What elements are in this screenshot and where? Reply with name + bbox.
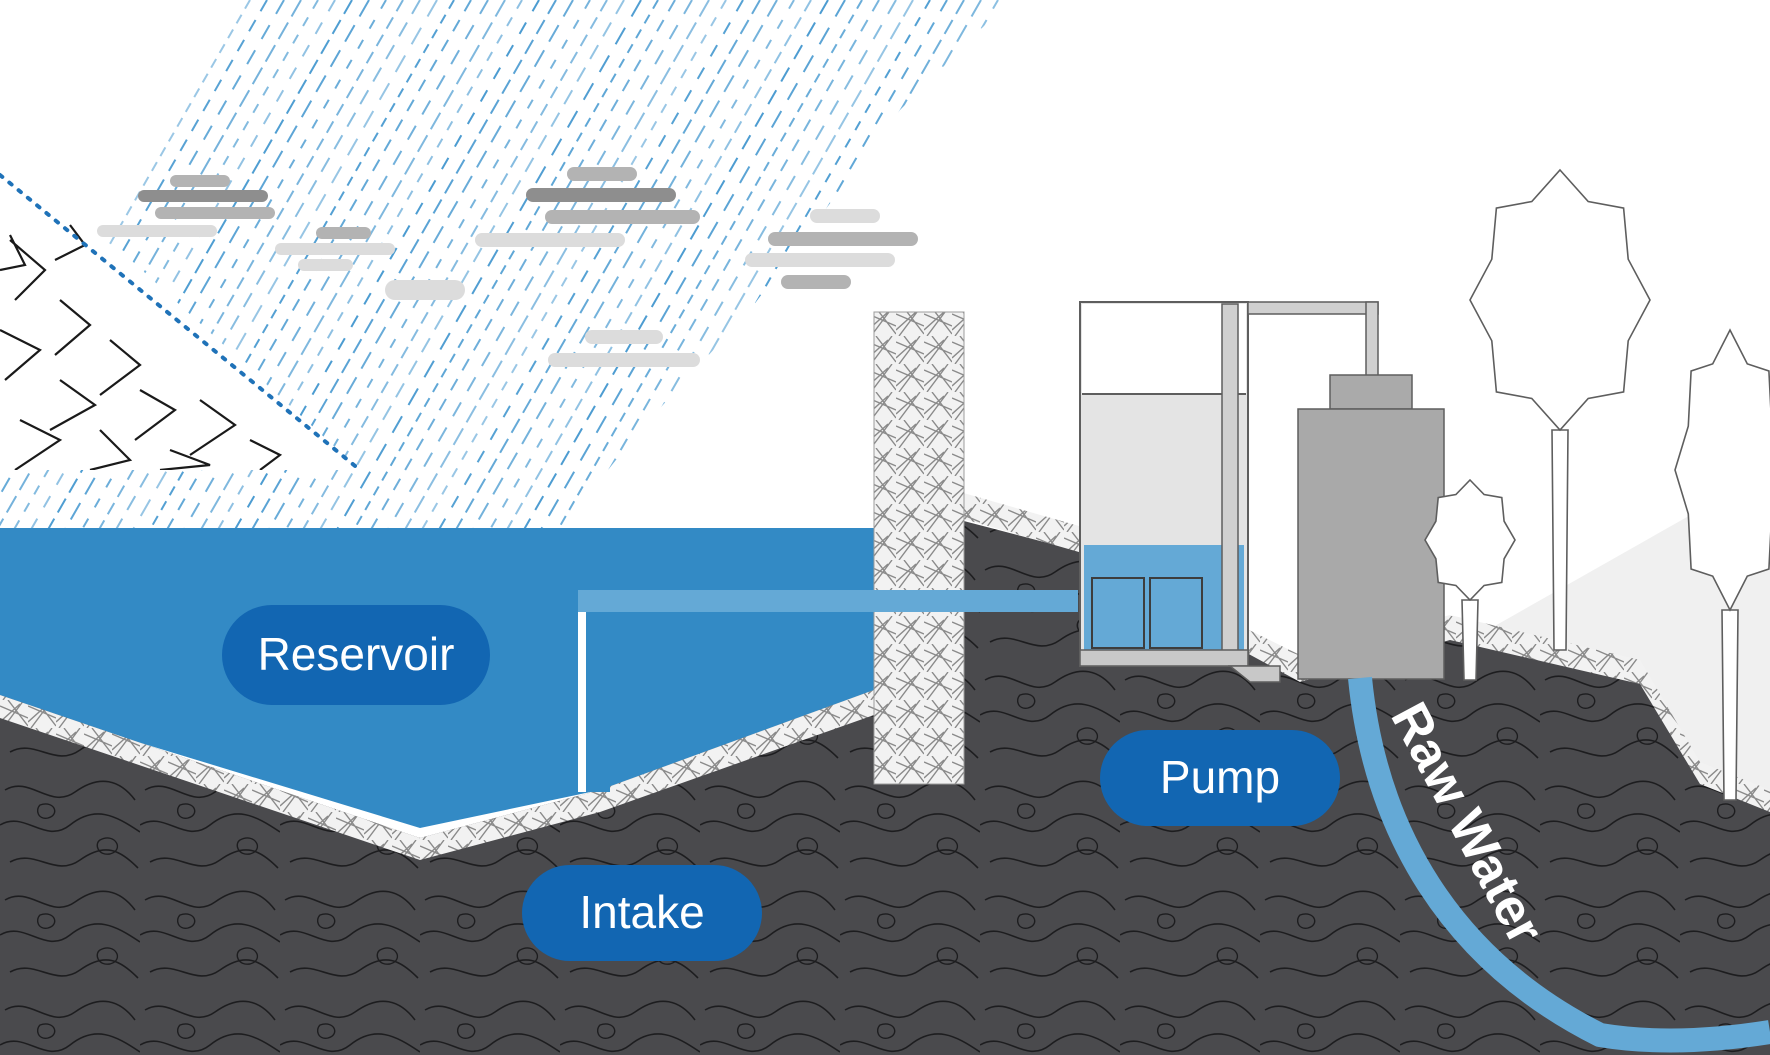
- pump-label-text: Pump: [1160, 751, 1280, 803]
- intake-shaft: [578, 612, 586, 792]
- pump-label: Pump: [1100, 730, 1340, 826]
- rocky-hill: [0, 173, 362, 472]
- trees: [1424, 168, 1770, 801]
- pump-house: [1079, 301, 1379, 683]
- reservoir-label: Reservoir: [222, 605, 490, 705]
- intake-label-text: Intake: [579, 886, 704, 938]
- clouds: [97, 167, 918, 367]
- pump-well-water: [1084, 545, 1244, 650]
- intake-pipe: [578, 590, 1078, 612]
- reservoir-label-text: Reservoir: [258, 628, 455, 680]
- dam-wall: [873, 311, 965, 785]
- intake-label: Intake: [522, 865, 762, 961]
- raw-water-pipe: [1348, 676, 1770, 1053]
- pump-unit: [1297, 374, 1445, 680]
